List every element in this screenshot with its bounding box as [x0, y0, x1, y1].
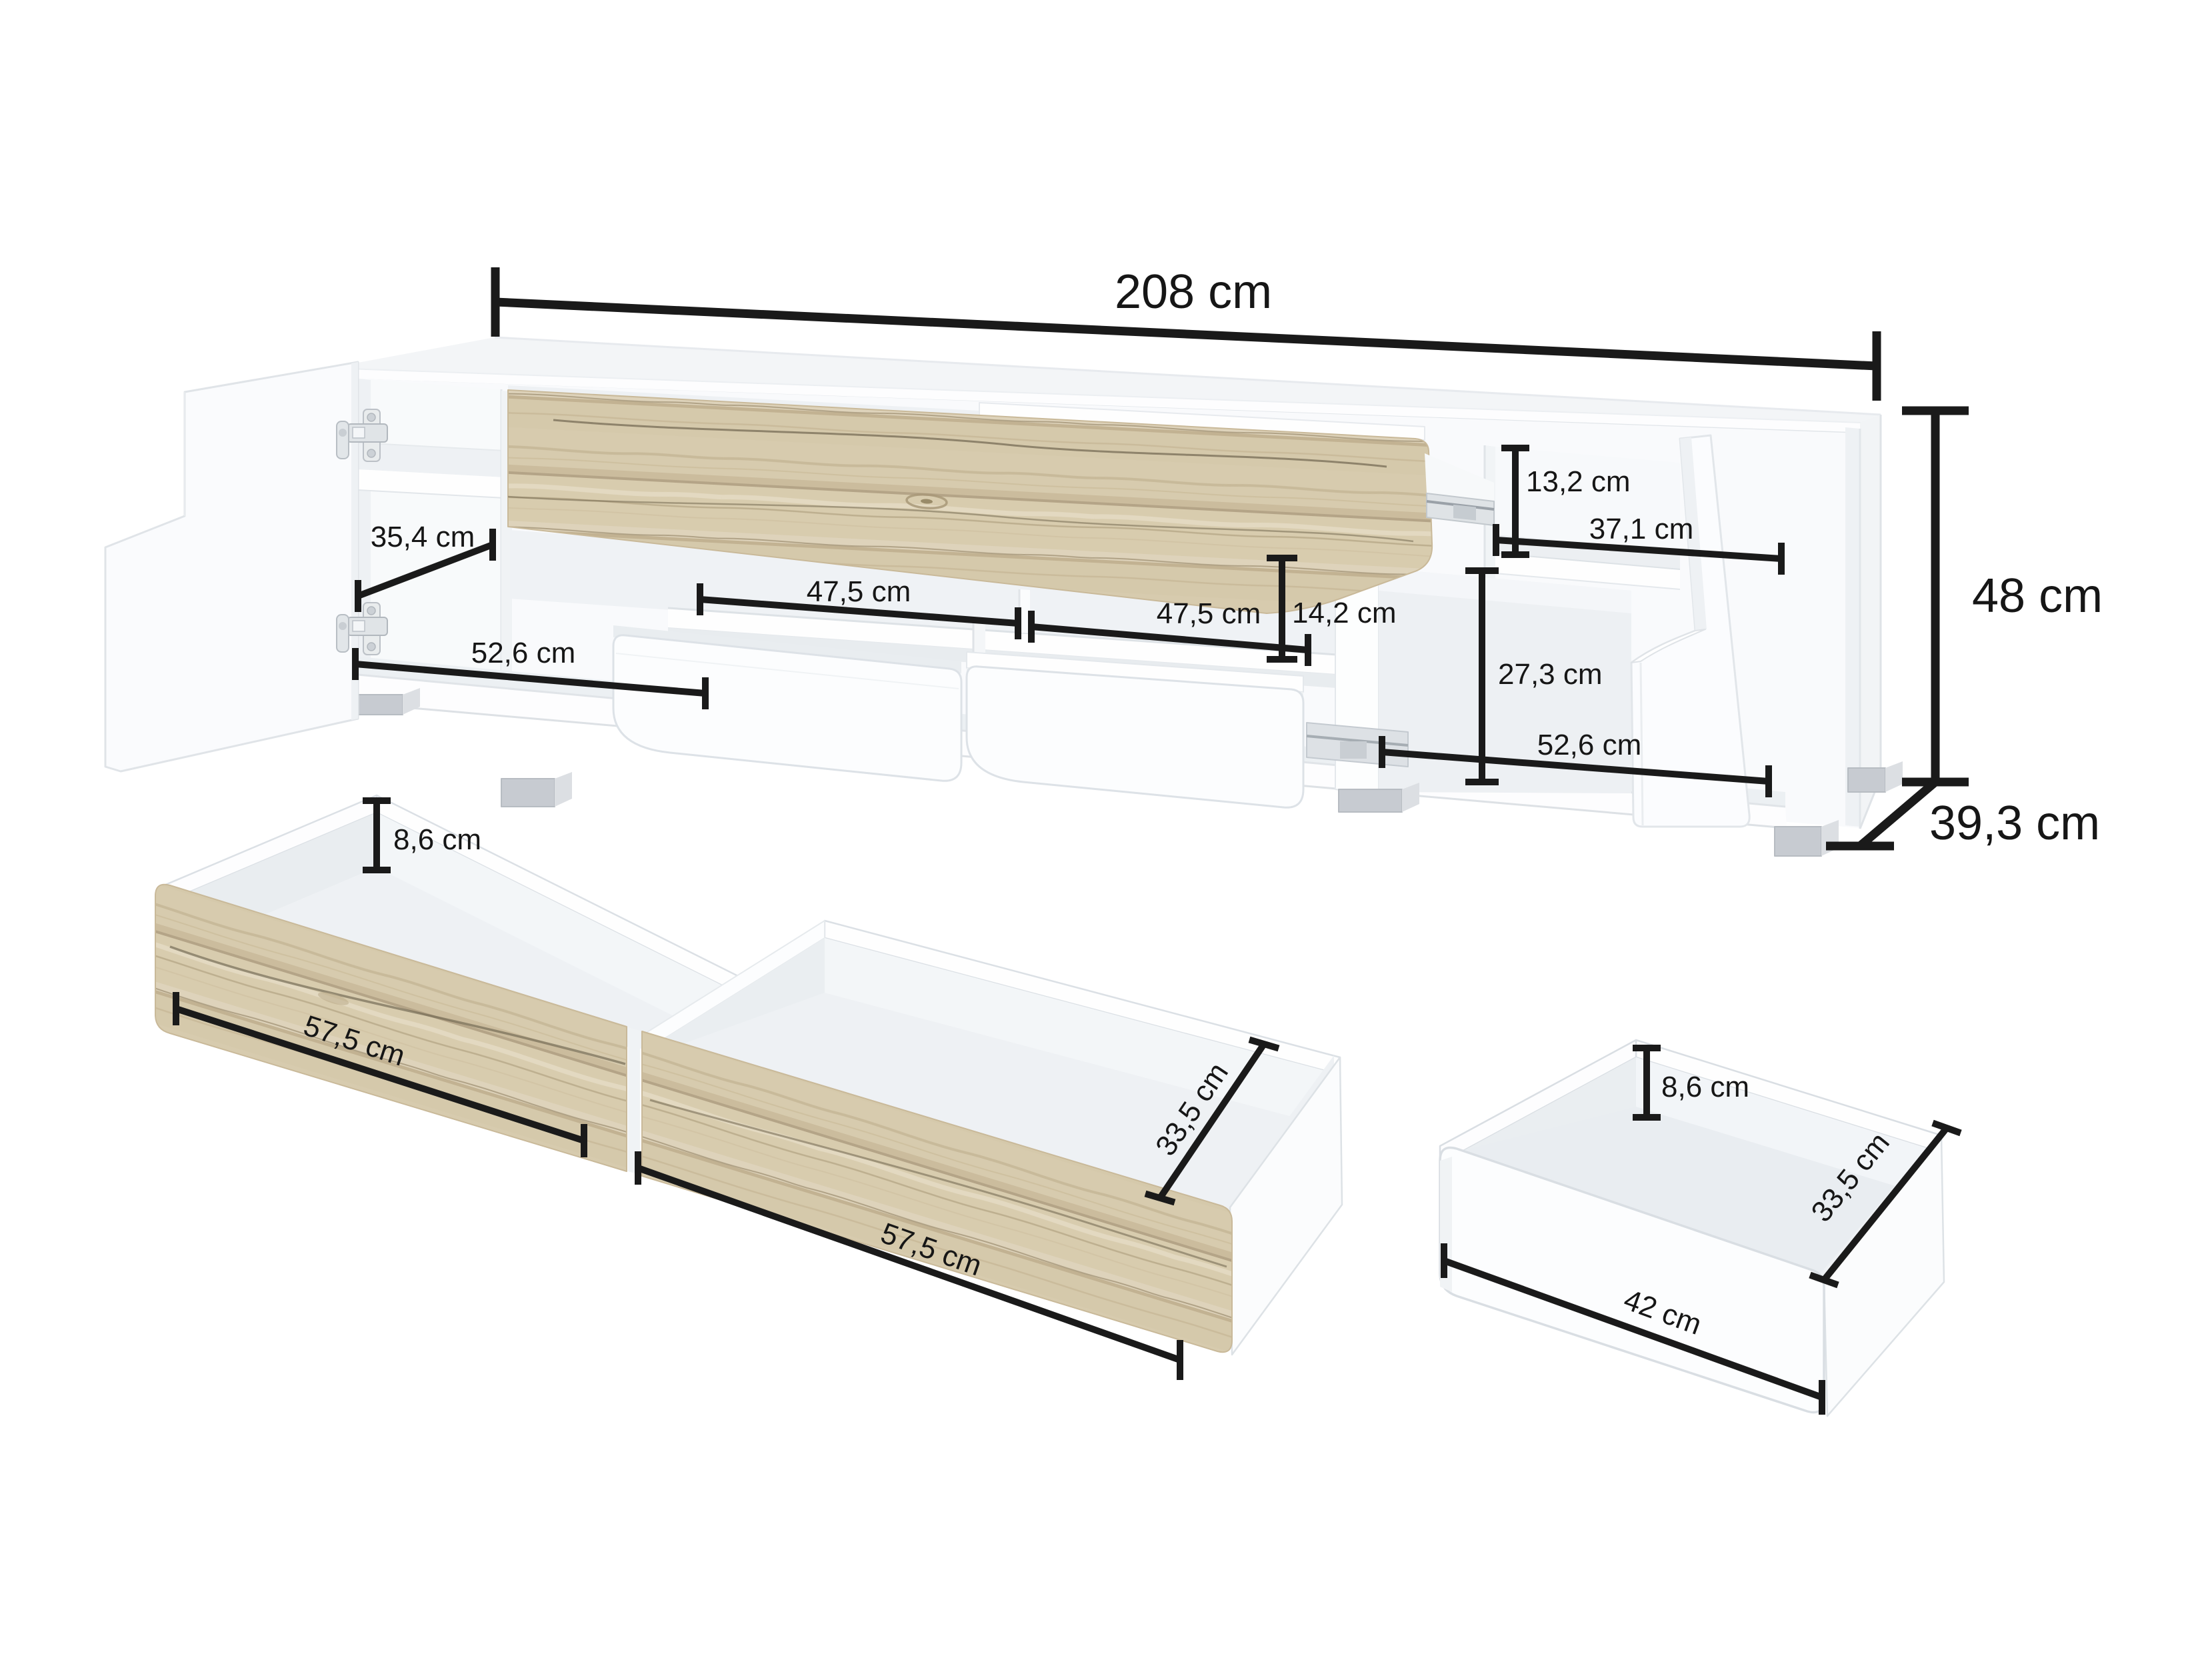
svg-text:208 cm: 208 cm [1115, 265, 1272, 319]
svg-text:39,3 cm: 39,3 cm [1929, 797, 2100, 850]
svg-text:52,6 cm: 52,6 cm [1537, 729, 1642, 761]
svg-text:14,2 cm: 14,2 cm [1292, 597, 1397, 629]
svg-text:35,4 cm: 35,4 cm [371, 521, 475, 553]
svg-text:8,6 cm: 8,6 cm [1661, 1071, 1749, 1103]
svg-text:48 cm: 48 cm [1972, 569, 2103, 623]
svg-text:47,5 cm: 47,5 cm [1157, 597, 1261, 630]
svg-text:8,6 cm: 8,6 cm [393, 823, 481, 856]
svg-text:37,1 cm: 37,1 cm [1589, 513, 1694, 545]
svg-text:13,2 cm: 13,2 cm [1526, 465, 1631, 498]
svg-text:47,5 cm: 47,5 cm [807, 575, 911, 608]
svg-text:52,6 cm: 52,6 cm [471, 637, 576, 669]
svg-text:27,3 cm: 27,3 cm [1498, 658, 1603, 691]
